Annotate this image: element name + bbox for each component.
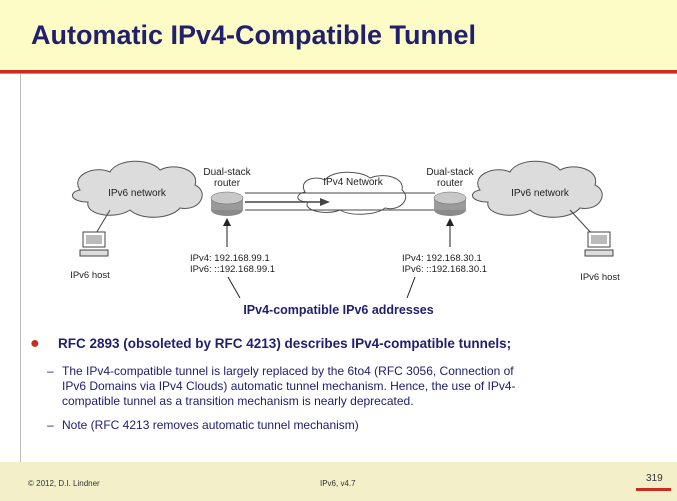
right-cloud-label: IPv6 network xyxy=(511,188,570,199)
slide-number-underline xyxy=(636,488,671,491)
right-router-label-2: router xyxy=(437,178,464,189)
right-addr-arrowhead xyxy=(446,218,454,226)
right-host-label: IPv6 host xyxy=(580,272,620,283)
tunnel-diagram: IPv6 network IPv6 network IPv4 Network D… xyxy=(70,160,620,299)
left-router-icon xyxy=(210,191,244,216)
left-addr-arrowhead xyxy=(223,218,231,226)
left-host-link xyxy=(94,209,111,236)
left-margin-rule xyxy=(20,74,21,464)
title-underline-gray xyxy=(0,73,677,74)
right-ipv6-address: IPv6: ::192.168.30.1 xyxy=(402,264,487,275)
right-host-icon xyxy=(584,231,614,257)
right-router-icon xyxy=(433,191,467,216)
footer-copyright: © 2012, D.I. Lindner xyxy=(28,479,100,488)
left-ipv6-address: IPv6: ::192.168.99.1 xyxy=(190,264,275,275)
footer-bar xyxy=(0,462,677,501)
footer-course: IPv6, v4.7 xyxy=(320,479,356,488)
slide-title: Automatic IPv4-Compatible Tunnel xyxy=(31,20,477,50)
bullet-dot: ● xyxy=(30,335,40,352)
diagram-caption: IPv4-compatible IPv6 addresses xyxy=(243,303,434,317)
sub-bullet-1-line-1: The IPv4-compatible tunnel is largely re… xyxy=(62,364,514,378)
right-host-link xyxy=(569,209,594,236)
slide-number: 319 xyxy=(646,473,663,484)
bullet-main-text: RFC 2893 (obsoleted by RFC 4213) describ… xyxy=(58,336,512,351)
left-router-label-2: router xyxy=(214,178,241,189)
sub-bullet-dash: – xyxy=(47,418,54,432)
title-underline-red xyxy=(0,70,677,73)
left-ipv6-cloud: IPv6 network xyxy=(72,160,203,218)
sub-bullet-2-text: Note (RFC 4213 removes automatic tunnel … xyxy=(62,418,359,432)
left-cloud-label: IPv6 network xyxy=(108,188,167,199)
left-host-label: IPv6 host xyxy=(70,270,110,281)
caption-pointer-left xyxy=(227,276,241,299)
header-band xyxy=(0,0,677,70)
sub-bullet-1-line-2: IPv6 Domains via IPv4 Clouds) automatic … xyxy=(62,379,516,393)
ipv4-network-label: IPv4 Network xyxy=(323,177,383,188)
sub-bullet-2: – Note (RFC 4213 removes automatic tunne… xyxy=(47,418,662,433)
sub-bullet-dash: – xyxy=(47,364,54,378)
tunnel-arrow-head xyxy=(320,198,330,206)
left-ipv4-address: IPv4: 192.168.99.1 xyxy=(190,253,270,264)
caption-pointer-right xyxy=(406,276,416,299)
left-router-label-1: Dual-stack xyxy=(203,167,251,178)
right-router-label-1: Dual-stack xyxy=(426,167,474,178)
right-ipv4-address: IPv4: 192.168.30.1 xyxy=(402,253,482,264)
sub-bullet-1: – The IPv4-compatible tunnel is largely … xyxy=(47,364,662,409)
sub-bullet-1-line-3: compatible tunnel as a transition mechan… xyxy=(62,394,414,408)
right-ipv6-cloud: IPv6 network xyxy=(472,160,603,218)
left-host-icon xyxy=(79,231,109,257)
